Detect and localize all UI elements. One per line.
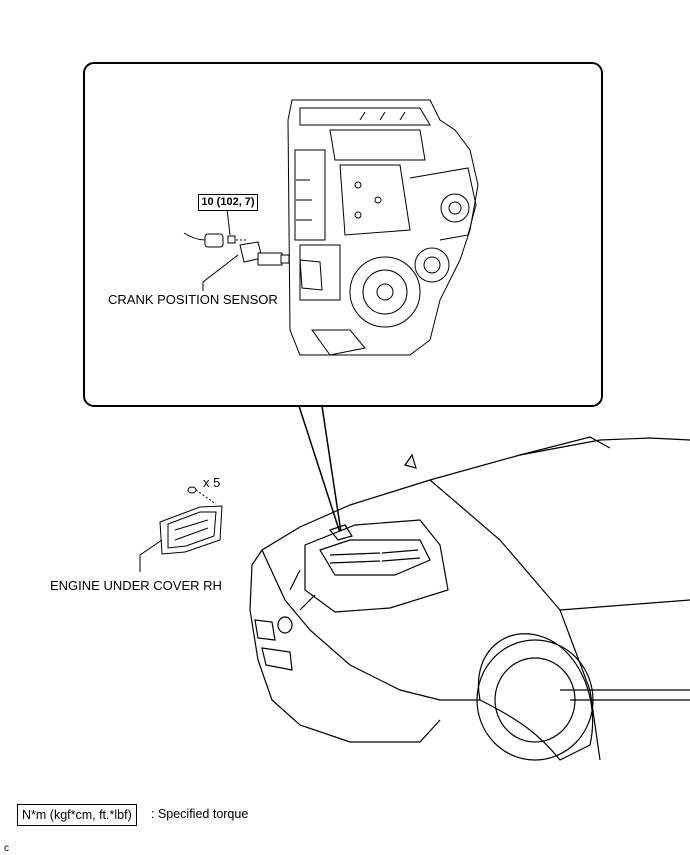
bolt-count-label: x 5 [203, 475, 221, 490]
under-cover-drawing [159, 505, 223, 555]
callout-leader [298, 405, 343, 540]
car-drawing [249, 436, 690, 761]
bolt-drawing [187, 486, 217, 505]
torque-spec-box: 10 (102, 7) [198, 194, 258, 211]
crank-sensor-drawing [183, 232, 290, 266]
crank-position-sensor-label: CRANK POSITION SENSOR [108, 292, 278, 307]
cover-leader [139, 539, 163, 572]
torque-leader [226, 208, 231, 236]
engine-under-cover-label: ENGINE UNDER COVER RH [50, 578, 222, 593]
legend-description: : Specified torque [151, 807, 249, 821]
engine-drawing [287, 99, 479, 356]
legend-units-box: N*m (kgf*cm, ft.*lbf) [17, 804, 137, 826]
sensor-leader [202, 254, 239, 291]
corner-code: c [4, 843, 9, 854]
